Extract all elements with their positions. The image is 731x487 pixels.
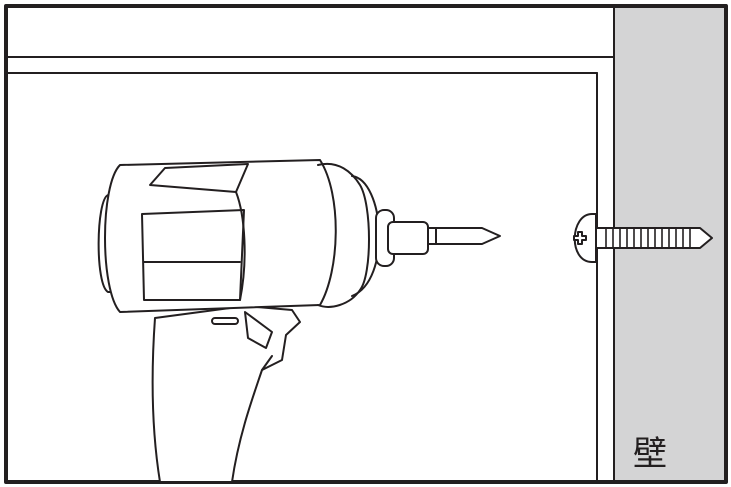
screw bbox=[573, 213, 713, 263]
shelf-board bbox=[7, 56, 615, 483]
wall-label: 壁 bbox=[633, 434, 667, 474]
cabinet-frame bbox=[4, 4, 728, 484]
electric-screwdriver bbox=[97, 159, 501, 483]
